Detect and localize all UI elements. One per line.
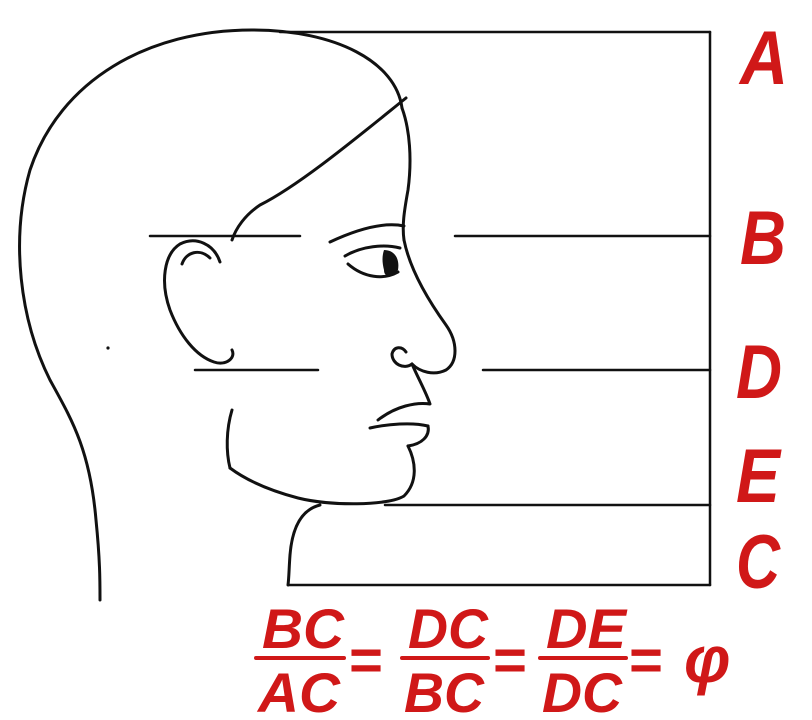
fraction-2-numerator: DC <box>408 597 490 660</box>
ear-inner <box>182 252 210 264</box>
mouth-line <box>370 424 428 428</box>
label-c: C <box>736 520 781 605</box>
phi-symbol: φ <box>684 622 730 696</box>
ear-outline <box>165 241 233 363</box>
upper-lip <box>378 364 430 420</box>
equals-sign-1: = <box>348 628 382 693</box>
label-d: D <box>736 330 782 415</box>
forehead-outline <box>402 108 410 240</box>
head-profile <box>20 30 455 600</box>
fraction-2-denominator: BC <box>404 661 486 720</box>
nostril <box>392 348 412 367</box>
neck-front <box>288 505 320 585</box>
eye-pupil <box>383 250 399 276</box>
golden-ratio-formula: BC AC = DC BC = DE DC = φ <box>256 597 730 720</box>
skull-outline <box>20 30 402 600</box>
fraction-1-denominator: AC <box>256 661 342 720</box>
equals-sign-2: = <box>492 628 526 693</box>
label-e: E <box>736 434 782 519</box>
nose-bridge <box>404 240 455 373</box>
label-b: B <box>740 196 786 281</box>
chin <box>230 446 414 504</box>
equals-sign-3: = <box>628 628 662 693</box>
jaw-line <box>227 410 232 468</box>
fraction-3-numerator: DE <box>546 597 628 660</box>
fraction-3-denominator: DC <box>542 661 624 720</box>
brow <box>330 225 404 242</box>
fraction-1-numerator: BC <box>262 597 346 660</box>
hairline <box>232 98 406 240</box>
level-labels: A B D E C <box>736 16 788 605</box>
label-a: A <box>738 16 788 101</box>
measurement-frame <box>150 32 710 585</box>
lower-lip <box>408 426 428 446</box>
stray-dot <box>106 346 109 349</box>
